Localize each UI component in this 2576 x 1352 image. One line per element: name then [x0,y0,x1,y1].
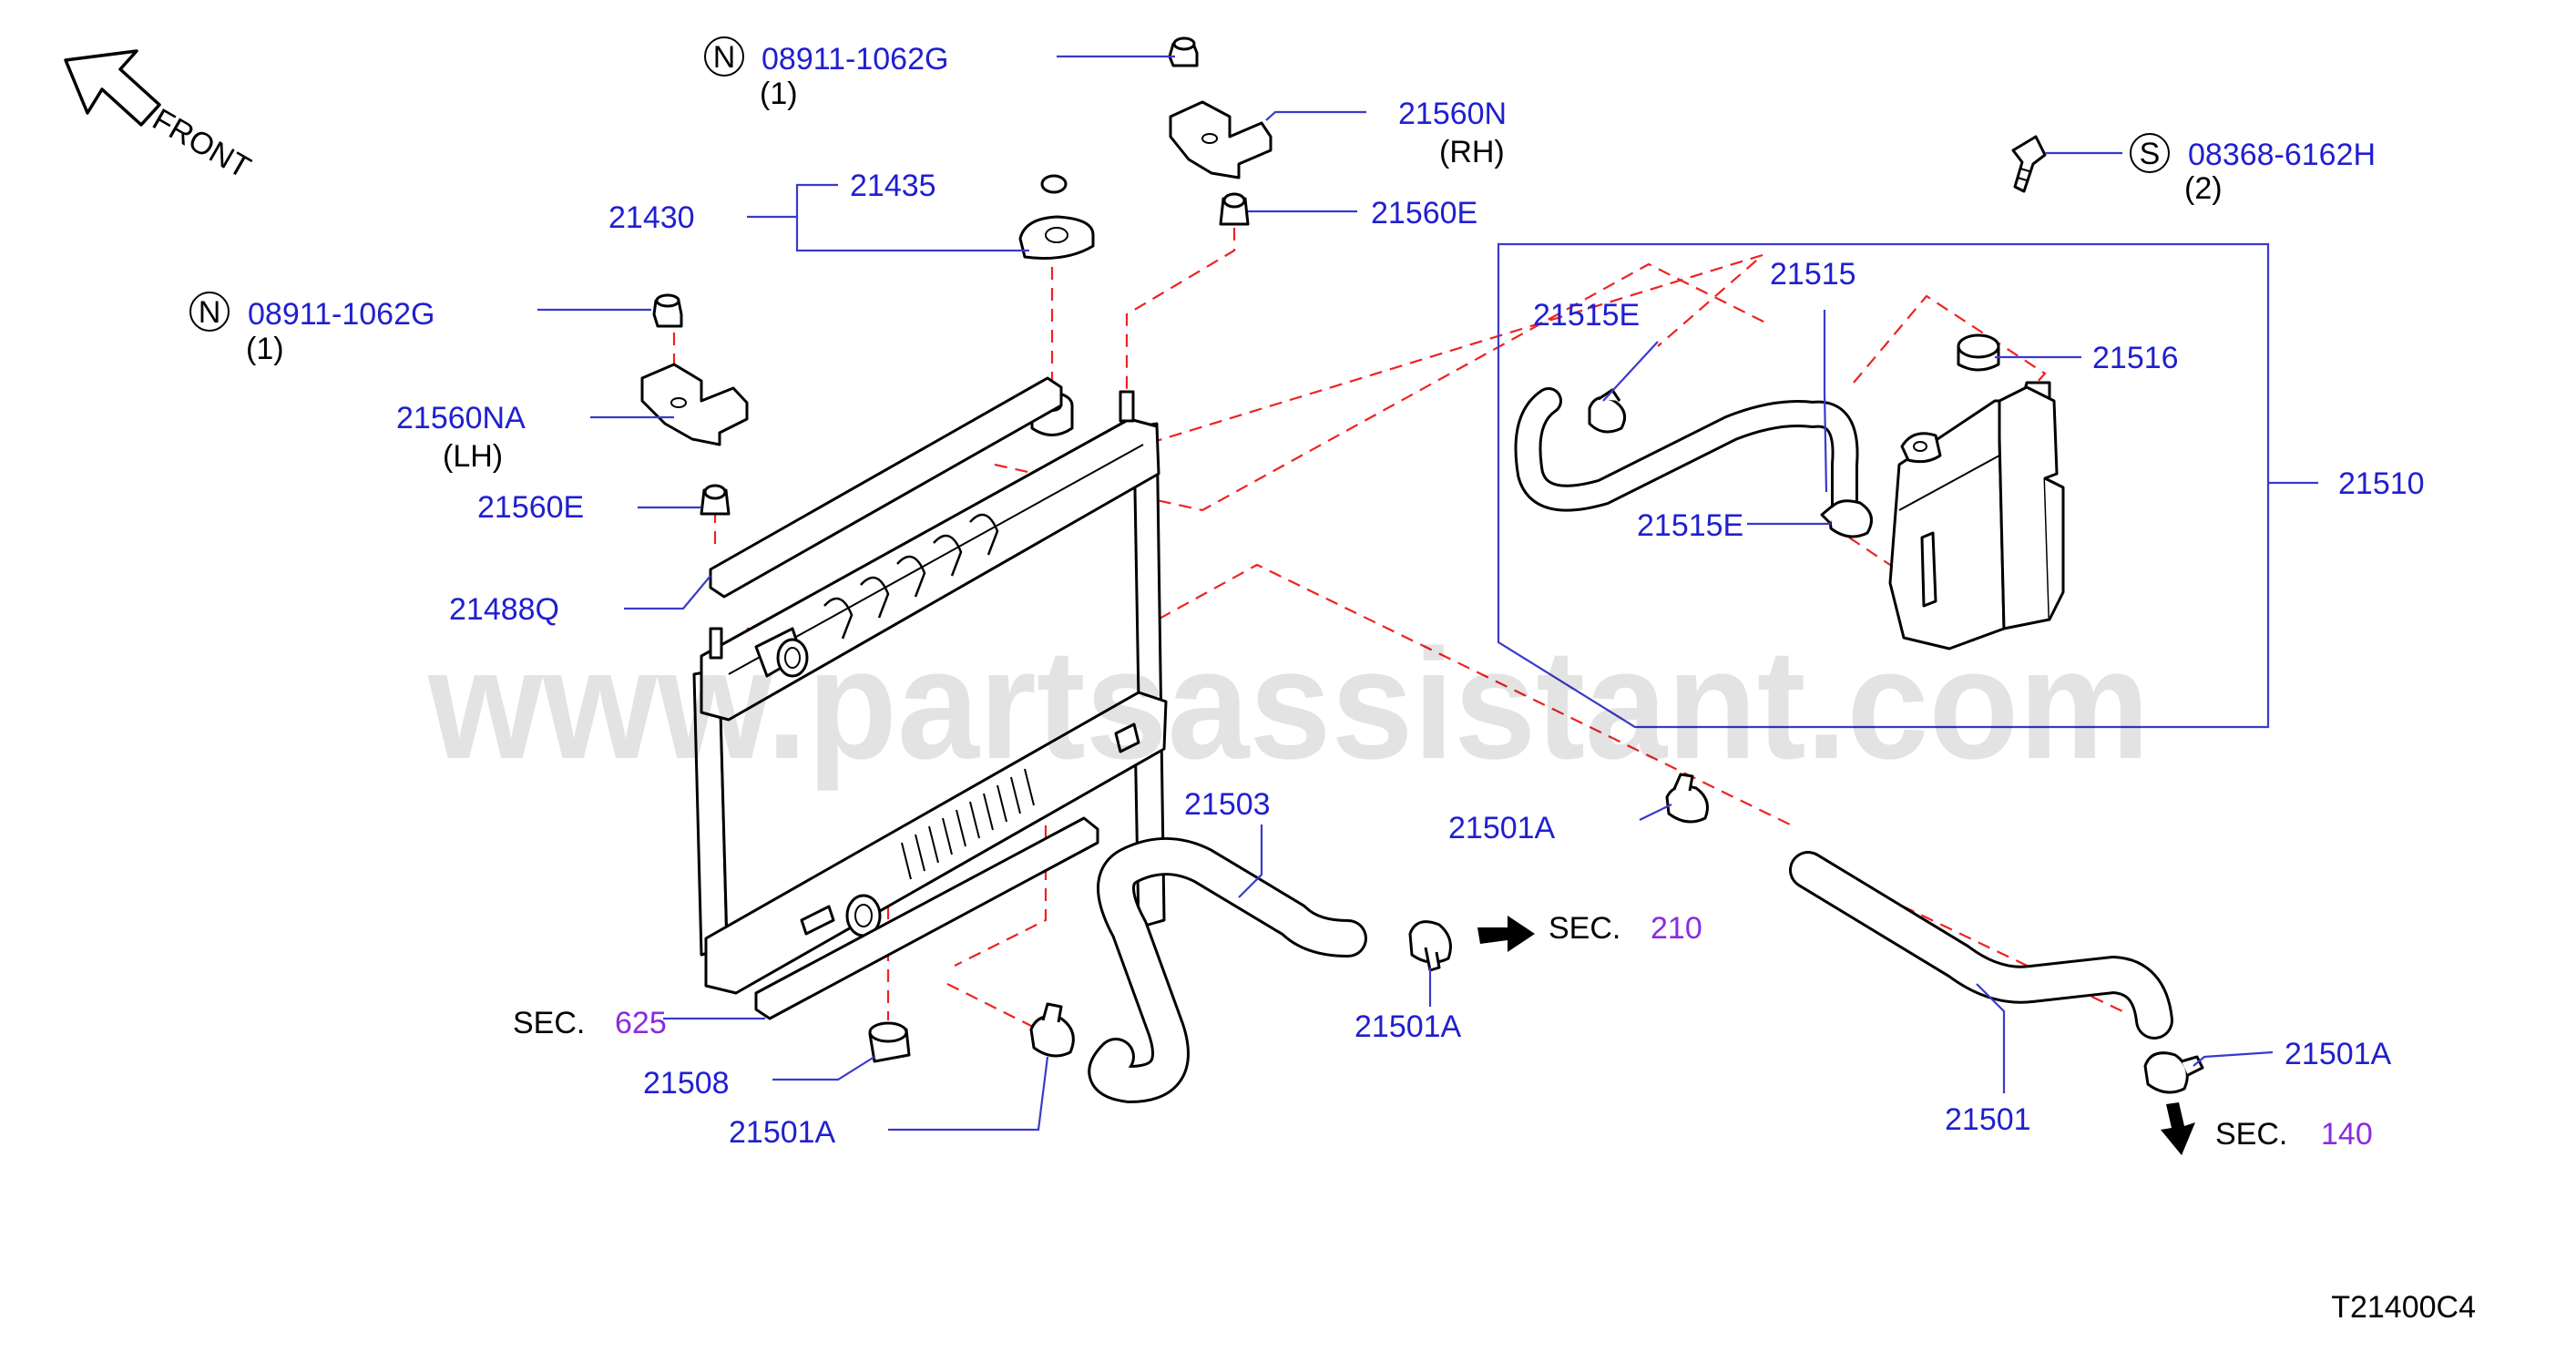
front-label: FRONT [147,102,256,185]
leader-lines [537,55,2318,1132]
nut-left-part [652,293,683,328]
nut-left-part-number: 08911-1062G [248,297,434,332]
arrows [64,49,2195,1155]
sec-210-label: SEC. [1549,911,1620,946]
callout-badges [189,36,2170,332]
cap-seal-part [1040,174,1068,194]
clamp-upper-right-part-number: 21501A [1448,811,1556,845]
hoses [1088,387,2173,1103]
clamp-lower-left-part [1029,1002,1075,1058]
bracket-lh-side: (LH) [443,439,503,474]
nut-left-badge: N [199,295,221,330]
sec-625-number: 625 [615,1006,667,1040]
drawing-code: T21400C4 [2331,1290,2476,1325]
reservoir-cap-part-number: 21516 [2092,341,2179,375]
clamp-upper-mid-part-number: 21501A [1354,1009,1462,1044]
grommet-lh-part-number: 21560E [477,490,584,525]
seal-strips [709,376,1099,1020]
nut-top-part-number: 08911-1062G [762,42,948,77]
cap-part-number: 21430 [608,200,695,235]
clamp-upper-right-part [1665,773,1709,824]
clamp-reservoir-bottom-part-number: 21515E [1637,508,1743,543]
front-arrow-icon [64,49,161,127]
reservoir-hose-part-number: 21515 [1770,257,1856,292]
bolt-part [2011,135,2047,193]
grommet-rh-part-number: 21560E [1371,196,1477,230]
clamp-lower-right-part-number: 21501A [2285,1037,2392,1071]
bracket-rh-part [1169,100,1273,179]
seal-strip-part-number: 21488Q [449,592,559,627]
reservoir-tank-part [1888,333,2065,650]
cap-seal-part-number: 21435 [850,169,936,203]
drain-plug-part [868,1021,911,1063]
arrow-right-icon [1477,916,1535,952]
watermark: www.partsassistant.com [427,617,2150,792]
bracket-lh-part-number: 21560NA [396,401,526,435]
arrow-down-icon [2161,1102,2195,1155]
clamp-upper-mid-part [1408,920,1452,972]
clamps [1029,388,2204,1094]
small-parts [640,36,2047,1063]
lower-hose-part-number: 21501 [1945,1102,2031,1137]
upper-hose-part-number: 21503 [1184,787,1271,822]
bracket-rh-side: (RH) [1439,135,1505,169]
bolt-badge: S [2140,137,2161,171]
reservoir-assembly-frame [1497,242,2270,729]
cap-part [1018,215,1095,260]
sec-140-number: 140 [2321,1117,2373,1152]
bolt-qty: (2) [2184,171,2223,206]
reservoir-cap-part [1957,333,2000,372]
bracket-lh-part [640,363,749,446]
clamp-lower-right-part [2143,1051,2204,1094]
nut-top-qty: (1) [760,77,798,111]
nut-top-badge: N [713,40,736,75]
grommet-rh-part [1219,192,1250,226]
clamp-lower-left-part-number: 21501A [729,1115,836,1150]
bracket-rh-part-number: 21560N [1398,97,1507,131]
drain-plug-part-number: 21508 [643,1066,730,1101]
sec-140-label: SEC. [2215,1117,2287,1152]
nut-top-part [1168,36,1199,67]
nut-left-qty: (1) [246,332,284,366]
sec-625-label: SEC. [513,1006,585,1040]
reservoir-assy-part-number: 21510 [2338,466,2425,501]
grommet-lh-part [700,484,731,516]
radiator [692,390,1168,995]
clamp-reservoir-bottom-part [1820,499,1873,538]
sec-210-number: 210 [1651,911,1702,946]
clamp-reservoir-top-part-number: 21515E [1533,298,1640,333]
bolt-part-number: 08368-6162H [2188,138,2376,172]
labels: FRONT N 08911-1062G (1) 21560N (RH) 2156… [147,40,2476,1325]
